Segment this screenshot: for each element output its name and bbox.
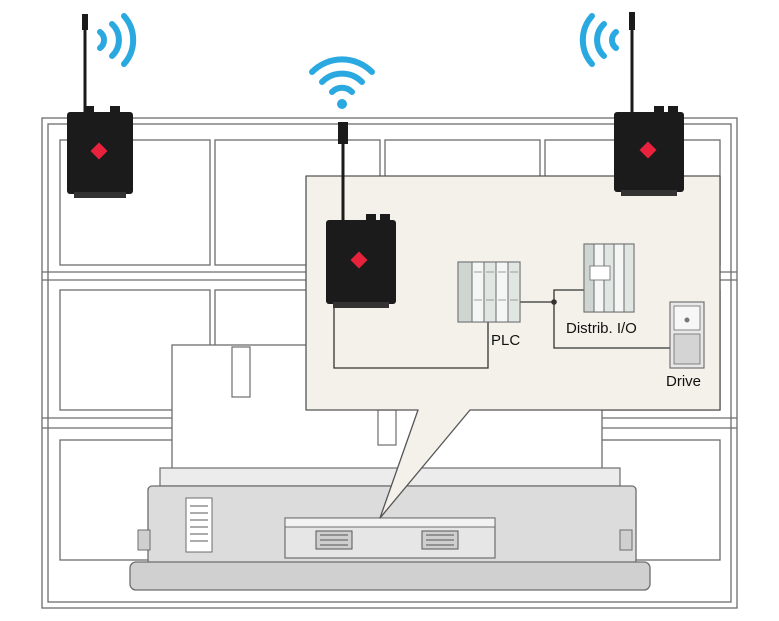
plc-rack-icon	[457, 261, 521, 323]
wifi-signal-icon	[309, 56, 375, 109]
radio-gateway-icon	[614, 12, 684, 196]
drive-icon	[669, 301, 705, 369]
distrib-io-label: Distrib. I/O	[566, 320, 637, 337]
drive-label: Drive	[666, 373, 701, 390]
network-wiring	[333, 289, 670, 369]
plc-label: PLC	[491, 332, 520, 349]
io-module-icon	[583, 243, 635, 313]
radio-gateway-icon	[326, 122, 396, 308]
radio-gateway-icon	[67, 14, 133, 198]
wiring-junction	[551, 299, 557, 305]
wifi-signal-icon	[97, 13, 137, 67]
wifi-signal-icon	[579, 13, 619, 67]
